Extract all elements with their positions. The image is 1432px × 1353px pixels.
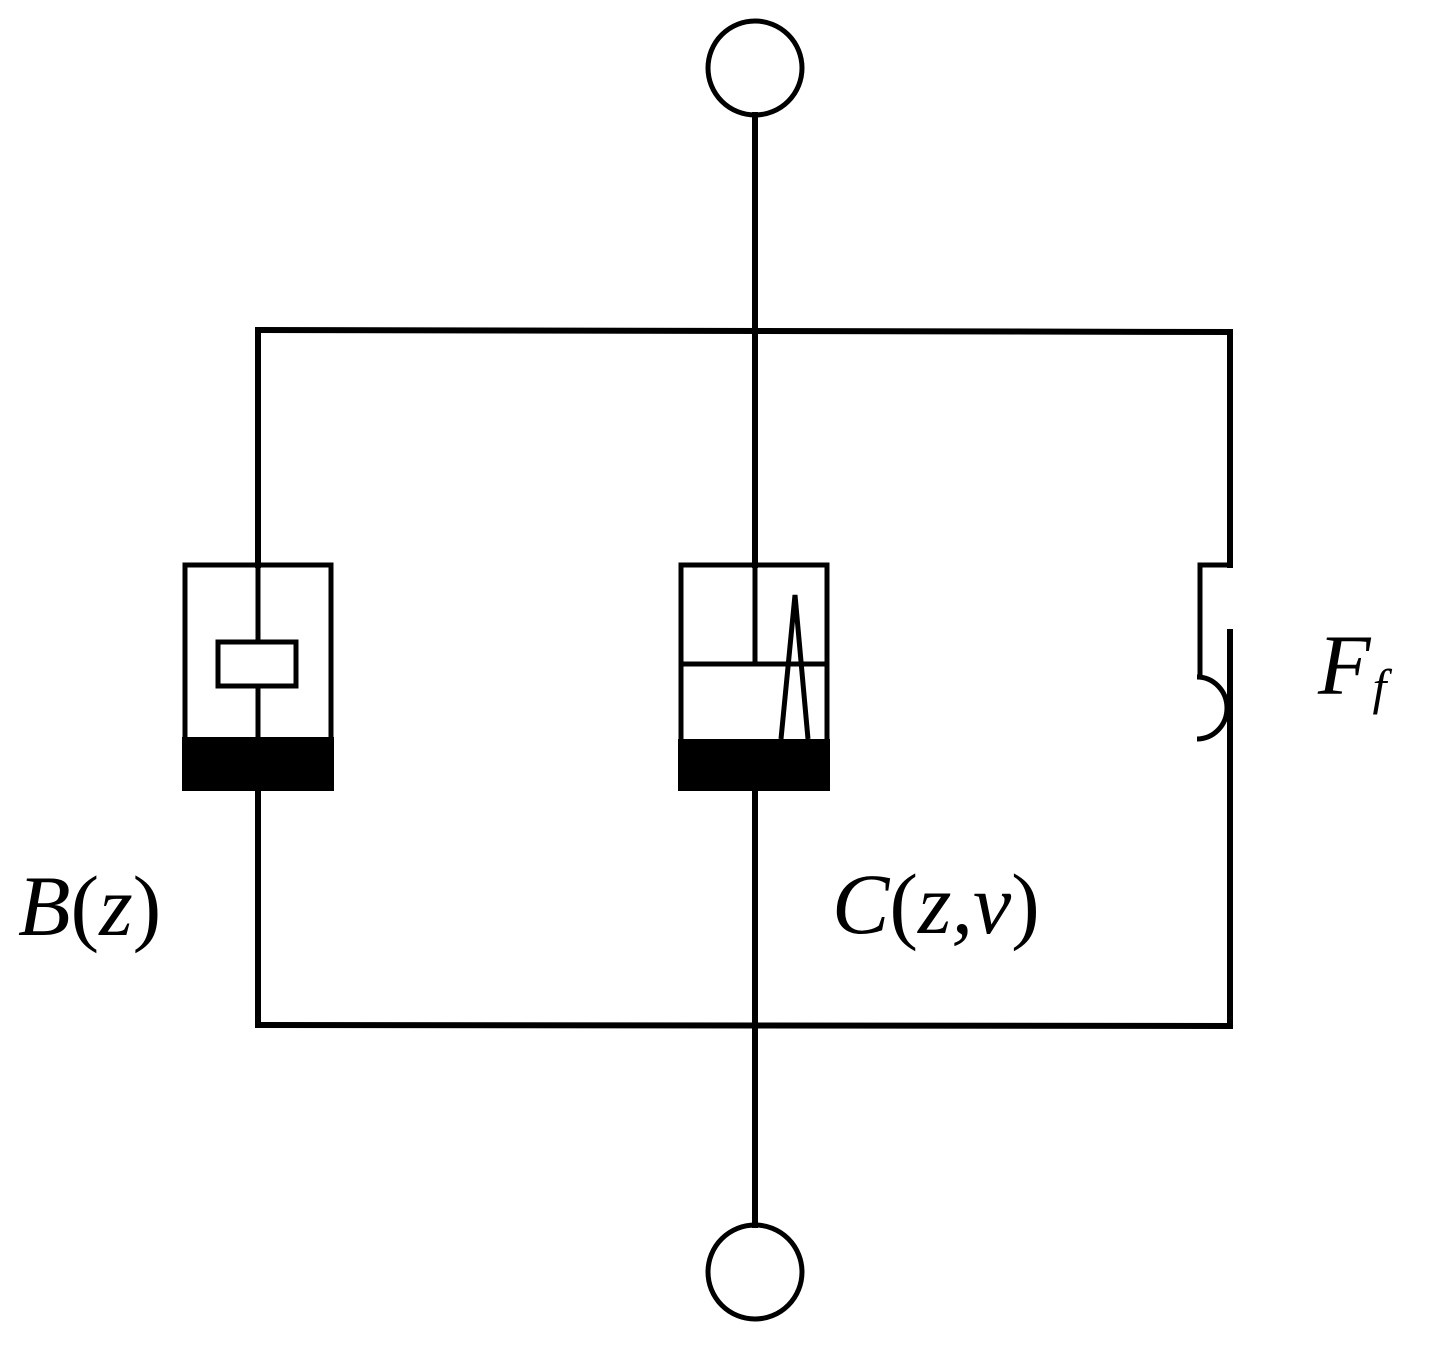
bouc-wen-open-paren: ( bbox=[71, 858, 100, 954]
friction-arc bbox=[1196, 674, 1230, 742]
damper-args: z,v bbox=[917, 856, 1012, 952]
bouc-wen-args: z bbox=[98, 858, 132, 954]
bouc-wen-base-block bbox=[182, 737, 334, 791]
friction-element bbox=[1196, 329, 1233, 1029]
bottom-horizontal-bar bbox=[254, 1021, 1234, 1030]
damper-symbol: C bbox=[832, 856, 891, 952]
top-horizontal-bar bbox=[254, 326, 1234, 336]
top-terminal-node bbox=[705, 18, 805, 118]
bouc-wen-symbol: B bbox=[18, 858, 71, 954]
friction-subscript: f bbox=[1373, 659, 1393, 715]
bouc-wen-close-paren: ) bbox=[133, 858, 162, 954]
damper-open-paren: ( bbox=[889, 856, 918, 952]
bouc-wen-piston bbox=[215, 639, 299, 689]
friction-upper-hook bbox=[1197, 562, 1230, 676]
friction-label: Ff bbox=[1317, 617, 1393, 715]
bouc-wen-element bbox=[182, 327, 334, 1028]
friction-symbol: F bbox=[1317, 617, 1372, 713]
damper-close-paren: ) bbox=[1011, 856, 1040, 952]
damper-base-block bbox=[678, 739, 830, 791]
bouc-wen-label: B(z) bbox=[18, 858, 161, 954]
damper-label: C(z,v) bbox=[832, 856, 1040, 952]
damper-variable-arrow bbox=[778, 594, 811, 740]
variable-damper-element bbox=[678, 562, 830, 791]
bottom-terminal-node bbox=[705, 1222, 805, 1322]
